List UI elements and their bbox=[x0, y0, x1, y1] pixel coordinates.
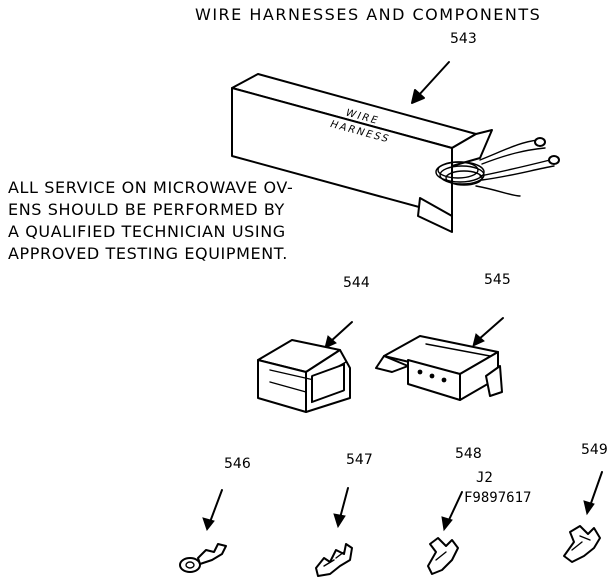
ring-terminal bbox=[179, 543, 227, 573]
leader-arrow-543 bbox=[417, 61, 450, 97]
connector-block bbox=[375, 335, 503, 401]
part-number-543: 543 bbox=[450, 31, 477, 47]
diagram-title: WIRE HARNESSES AND COMPONENTS bbox=[195, 5, 541, 24]
terminal-548 bbox=[427, 537, 459, 575]
leader-arrow-547 bbox=[339, 487, 349, 519]
leader-arrowhead-549 bbox=[583, 500, 595, 516]
service-note-line-2: ENS SHOULD BE PERFORMED BY bbox=[8, 200, 285, 219]
leader-arrowhead-546 bbox=[202, 517, 215, 532]
leader-arrow-544 bbox=[329, 321, 353, 343]
wire-harness-box: WIRE HARNESS bbox=[231, 73, 560, 233]
leader-arrow-548 bbox=[447, 491, 463, 523]
part-number-547: 547 bbox=[346, 452, 373, 468]
leader-arrow-545 bbox=[477, 317, 504, 341]
service-note: ALL SERVICE ON MICROWAVE OV- ENS SHOULD … bbox=[8, 178, 293, 263]
terminal-547 bbox=[315, 543, 353, 577]
terminal-549 bbox=[563, 525, 601, 563]
part-code-line-2: F9897617 bbox=[464, 490, 531, 506]
service-note-line-4: APPROVED TESTING EQUIPMENT. bbox=[8, 244, 288, 263]
connector-housing bbox=[257, 339, 351, 413]
leader-arrowhead-544 bbox=[324, 335, 337, 349]
leader-arrowhead-548 bbox=[441, 516, 453, 532]
part-number-545: 545 bbox=[484, 272, 511, 288]
part-number-546: 546 bbox=[224, 456, 251, 472]
leader-arrow-546 bbox=[209, 489, 223, 523]
leader-arrowhead-543 bbox=[411, 89, 425, 104]
part-code-line-1: J2 bbox=[476, 470, 493, 486]
service-note-line-1: ALL SERVICE ON MICROWAVE OV- bbox=[8, 178, 293, 197]
leader-arrowhead-545 bbox=[472, 333, 485, 347]
service-note-line-3: A QUALIFIED TECHNICIAN USING bbox=[8, 222, 286, 241]
part-number-544: 544 bbox=[343, 275, 370, 291]
part-number-548: 548 bbox=[455, 446, 482, 462]
part-number-549: 549 bbox=[581, 442, 608, 458]
leader-arrowhead-547 bbox=[333, 513, 346, 529]
leader-arrow-549 bbox=[589, 471, 603, 507]
